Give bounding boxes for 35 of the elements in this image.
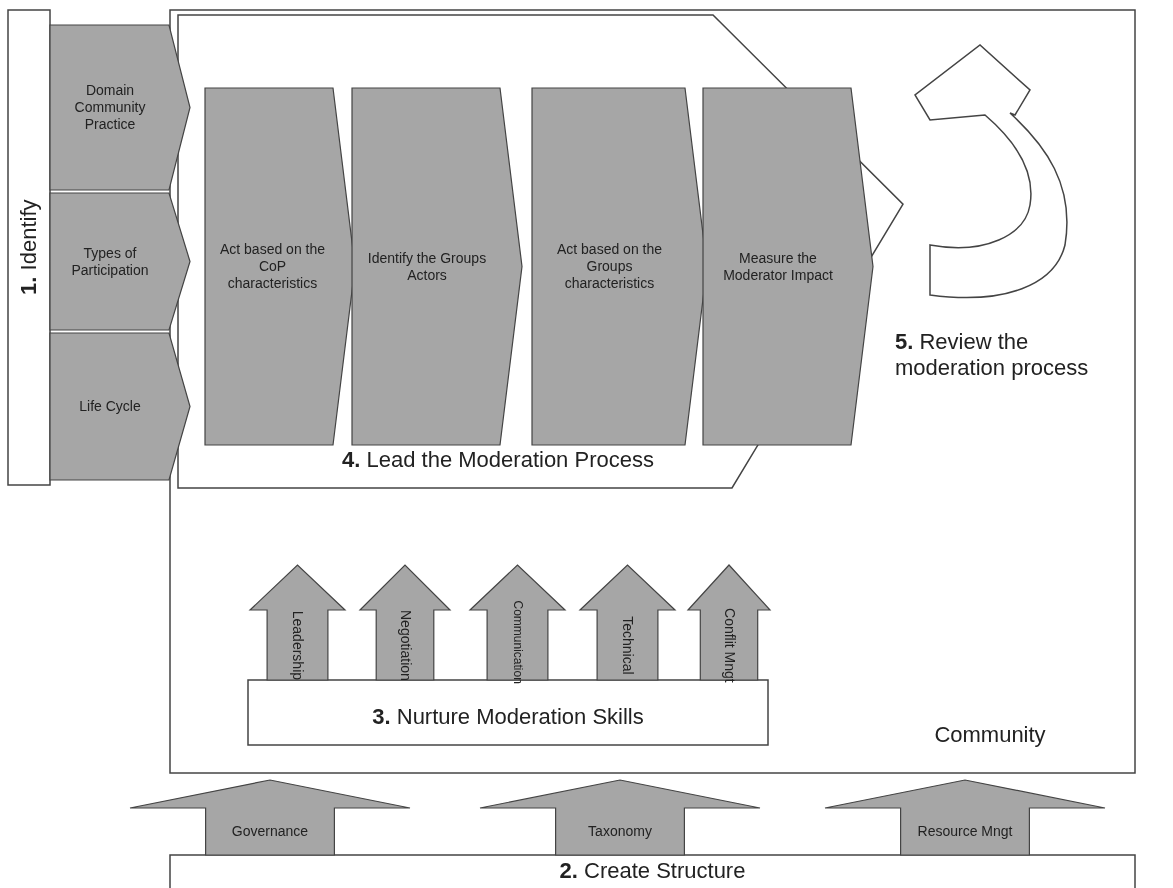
skill-block-shape — [480, 780, 760, 855]
step-label: Negotiation — [396, 609, 414, 681]
skill-block-shape — [580, 565, 675, 680]
step-label: Act based on the Groups characteristics — [555, 241, 664, 292]
step-title: 3. Nurture Moderation Skills — [372, 703, 644, 731]
step-label: Taxonomy — [588, 823, 652, 840]
step-title: 4. Lead the Moderation Process — [342, 446, 654, 474]
step-label: Measure the Moderator Impact — [722, 249, 834, 284]
step-label: Leadership — [289, 610, 306, 680]
step-title: 2. Create Structure — [559, 858, 746, 885]
step-label: Act based on the CoP characteristics — [218, 241, 327, 292]
step-label: Governance — [231, 823, 309, 840]
step-label: Technical — [619, 615, 636, 675]
step-title: 5. Review the moderation process — [895, 328, 1090, 382]
community-frame — [170, 10, 1135, 773]
step-title: 1. Identify — [15, 199, 42, 296]
chevron-step — [50, 193, 190, 330]
step-label: Identify the Groups Actors — [366, 249, 488, 284]
step-label: Conflit Mngt — [720, 607, 738, 683]
skill-block-shape — [250, 565, 345, 680]
step-band — [8, 10, 50, 485]
step-label: Resource Mngt — [917, 823, 1013, 840]
skill-block-shape — [825, 780, 1105, 855]
step-label: Types of Participation — [70, 244, 150, 279]
step-title: Community — [934, 721, 1046, 749]
step-label: Life Cycle — [79, 398, 141, 415]
chevron-step — [703, 88, 873, 445]
step-label: Domain Community Practice — [73, 82, 147, 133]
skill-block-shape — [130, 780, 410, 855]
chevron-step — [50, 25, 190, 190]
step-label: Communication — [510, 600, 525, 685]
chevron-step — [50, 333, 190, 480]
chevron-step — [352, 88, 522, 445]
skill-block-shape — [360, 565, 450, 680]
structure-base — [170, 855, 1135, 888]
